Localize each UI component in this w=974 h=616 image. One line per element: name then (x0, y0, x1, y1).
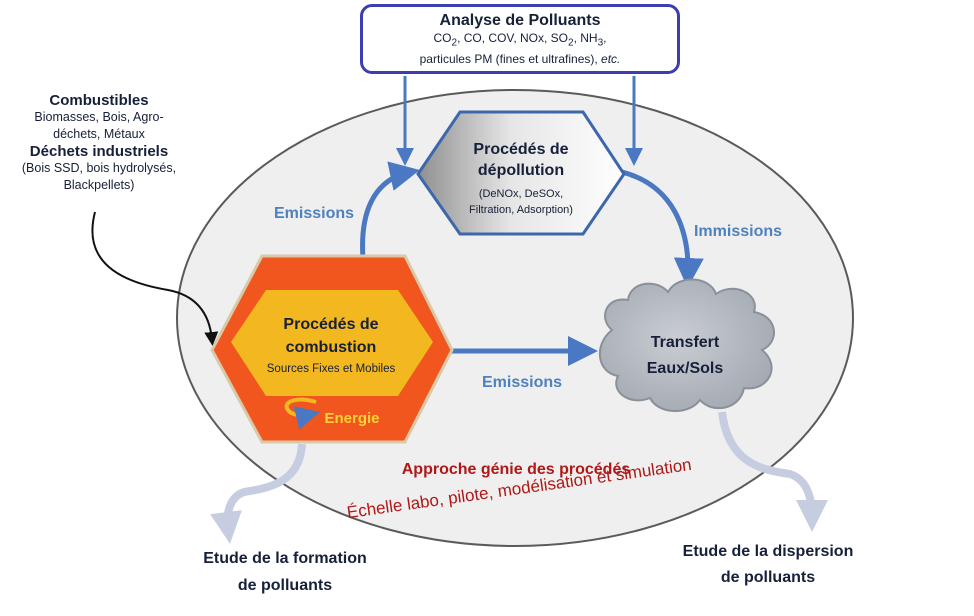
formation-study-1: Etude de la formation (203, 550, 367, 567)
pollutant-analysis-box: Analyse de Polluants CO2, CO, COV, NOx, … (360, 4, 680, 74)
formation-study-2: de polluants (238, 577, 332, 594)
pollutant-text: particules PM (fines et ultrafines), (419, 52, 602, 67)
pollutant-text: , (603, 31, 607, 45)
emissions-up-arrow (360, 161, 420, 259)
pollutant-sub: 2 (451, 37, 458, 49)
pollutant-sub: 3 (597, 37, 604, 49)
energy-label: Energie (324, 410, 379, 427)
etc-text: etc. (601, 52, 621, 67)
depollution-title-2: dépollution (478, 162, 564, 179)
combustibles-detail-1: Biomasses, Bois, Agro- (34, 110, 164, 124)
pollutant-text: , CO, COV, NOx, SO (457, 31, 568, 45)
combustion-title-1: Procédés de (283, 316, 378, 333)
depollution-hexagon (416, 110, 626, 236)
depollution-detail-1: (DeNOx, DeSOx, (479, 188, 563, 200)
combustion-hexagon-inner (231, 290, 433, 396)
combustibles-detail-2: déchets, Métaux (53, 127, 145, 141)
analysis-pollutants-line-1: CO2, CO, COV, NOx, SO2, NH3, (363, 30, 677, 51)
dechets-title: Déchets industriels (29, 143, 169, 160)
inputs-block: Combustibles Biomasses, Bois, Agro- déch… (4, 92, 194, 194)
combustion-subtitle: Sources Fixes et Mobiles (267, 363, 396, 375)
transfer-title-1: Transfert (651, 334, 720, 351)
combustibles-title: Combustibles (49, 92, 149, 109)
immissions-arrow (621, 169, 704, 288)
emissions-label-top: Emissions (274, 205, 354, 222)
analysis-pollutants-line-2: particules PM (fines et ultrafines), etc… (363, 51, 677, 68)
depollution-title-1: Procédés de (473, 141, 568, 158)
transfer-title-2: Eaux/Sols (647, 360, 724, 377)
pollutant-sub: 2 (568, 37, 574, 49)
dechets-detail-2: Blackpellets) (63, 178, 135, 192)
emissions-label-bottom: Emissions (482, 374, 562, 391)
formation-output-arrow (210, 443, 306, 544)
dispersion-study-2: de polluants (721, 569, 815, 586)
approach-title: Approche génie des procédés (402, 461, 631, 478)
fuel-input-arrow (91, 211, 219, 346)
dispersion-output-arrow (718, 411, 828, 532)
pollutant-text: CO (433, 31, 452, 45)
analysis-title: Analyse de Polluants (439, 12, 601, 29)
transfer-cloud (598, 278, 775, 413)
combustion-title-2: combustion (286, 339, 377, 356)
dispersion-study-1: Etude de la dispersion (683, 543, 854, 560)
pollutant-text: , NH (573, 31, 598, 45)
immissions-label: Immissions (694, 223, 782, 240)
energy-curl-icon (284, 397, 320, 430)
depollution-detail-2: Filtration, Adsorption) (469, 204, 573, 216)
dechets-detail-1: (Bois SSD, bois hydrolysés, (21, 161, 177, 175)
